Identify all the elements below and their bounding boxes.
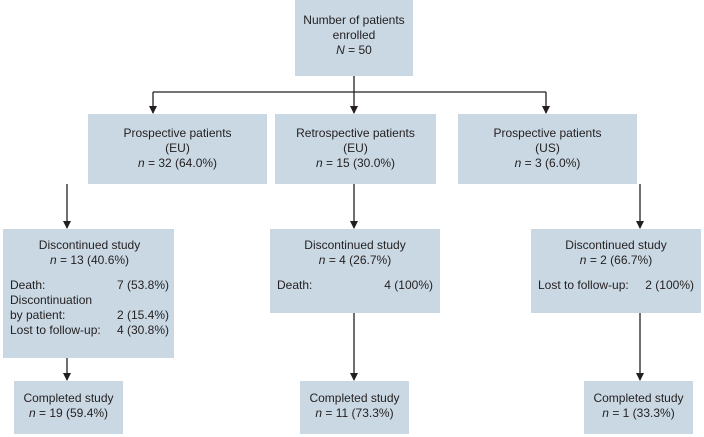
completed-title: Completed study bbox=[23, 391, 114, 405]
cohort-title: Prospective patients bbox=[493, 126, 602, 140]
count-text: = 50 bbox=[344, 43, 372, 57]
completed-count: n = 11 (73.3%) bbox=[300, 406, 409, 421]
cohort-box-retrospective-eu: Retrospective patients (EU) n = 15 (30.0… bbox=[275, 114, 436, 184]
discontinued-title: Discontinued study bbox=[304, 238, 406, 252]
enrolled-box: Number of patients enrolled N = 50 bbox=[295, 0, 413, 76]
reason-row: Death: 4 (100%) bbox=[277, 278, 433, 293]
discontinued-reasons: Death: 4 (100%) bbox=[277, 278, 433, 293]
count-text: n bbox=[315, 406, 323, 420]
reason-row: by patient: 2 (15.4%) bbox=[10, 308, 169, 323]
discontinued-box-2: Discontinued study n = 4 (26.7%) Death: 4… bbox=[270, 229, 440, 313]
reason-text: Death: bbox=[10, 278, 46, 292]
count-text: N bbox=[336, 43, 345, 57]
reason-text: 7 (53.8%) bbox=[116, 278, 169, 292]
discontinued-box-3: Discontinued study n = 2 (66.7%) Lost to… bbox=[531, 229, 701, 313]
completed-box-3: Completed study n = 1 (33.3%) bbox=[584, 381, 693, 434]
count-text: = 13 (40.6%) bbox=[56, 253, 130, 267]
completed-count: n = 1 (33.3%) bbox=[584, 406, 693, 421]
count-text: = 4 (26.7%) bbox=[325, 253, 392, 267]
cohort-count: n = 32 (64.0%) bbox=[88, 156, 267, 171]
count-text: n bbox=[579, 253, 587, 267]
reason-row: Lost to follow-up: 2 (100%) bbox=[538, 278, 694, 293]
discontinued-count: n = 13 (40.6%) bbox=[10, 253, 169, 268]
reason-row: Discontinuation bbox=[10, 293, 169, 308]
reason-text: Discontinuation bbox=[10, 293, 93, 307]
reason-text: by patient: bbox=[10, 308, 66, 322]
discontinued-box-1: Discontinued study n = 13 (40.6%) Death:… bbox=[3, 229, 174, 358]
completed-title: Completed study bbox=[593, 391, 684, 405]
count-text: n bbox=[49, 253, 57, 267]
reason-text: 4 (100%) bbox=[384, 278, 433, 292]
count-text: = 2 (66.7%) bbox=[586, 253, 653, 267]
count-text: = 32 (64.0%) bbox=[144, 156, 218, 170]
discontinued-title: Discontinued study bbox=[565, 238, 667, 252]
cohort-count: n = 15 (30.0%) bbox=[275, 156, 436, 171]
completed-count: n = 19 (59.4%) bbox=[14, 406, 123, 421]
discontinued-count: n = 4 (26.7%) bbox=[277, 253, 433, 268]
count-text: n bbox=[318, 253, 326, 267]
discontinued-reasons: Death: 7 (53.8%) Discontinuation by patie… bbox=[10, 278, 169, 338]
completed-box-1: Completed study n = 19 (59.4%) bbox=[14, 381, 123, 434]
count-text: n bbox=[137, 156, 145, 170]
reason-row: Lost to follow-up: 4 (30.8%) bbox=[10, 323, 169, 338]
count-text: n bbox=[315, 156, 323, 170]
count-text: = 3 (6.0%) bbox=[521, 156, 581, 170]
reason-text: Lost to follow-up: bbox=[10, 323, 101, 337]
reason-text: 2 (15.4%) bbox=[116, 308, 169, 322]
count-text: = 15 (30.0%) bbox=[322, 156, 396, 170]
reason-text: Lost to follow-up: bbox=[538, 278, 629, 292]
reason-row: Death: 7 (53.8%) bbox=[10, 278, 169, 293]
enrolled-line1: Number of patients bbox=[303, 13, 405, 27]
discontinued-reasons: Lost to follow-up: 2 (100%) bbox=[538, 278, 694, 293]
cohort-box-prospective-eu: Prospective patients (EU) n = 32 (64.0%) bbox=[88, 114, 267, 184]
enrolled-line2: enrolled bbox=[332, 28, 376, 42]
completed-box-2: Completed study n = 11 (73.3%) bbox=[300, 381, 409, 434]
count-text: = 11 (73.3%) bbox=[322, 406, 394, 420]
cohort-box-prospective-us: Prospective patients (US) n = 3 (6.0%) bbox=[458, 114, 637, 184]
reason-text: Death: bbox=[277, 278, 313, 292]
count-text: = 1 (33.3%) bbox=[608, 406, 675, 420]
cohort-title: Retrospective patients bbox=[296, 126, 415, 140]
reason-text: 4 (30.8%) bbox=[116, 323, 169, 337]
cohort-region: (US) bbox=[535, 141, 560, 155]
cohort-region: (EU) bbox=[165, 141, 190, 155]
reason-text: 2 (100%) bbox=[645, 278, 694, 292]
count-text: n bbox=[28, 406, 36, 420]
cohort-title: Prospective patients bbox=[123, 126, 232, 140]
completed-title: Completed study bbox=[309, 391, 400, 405]
cohort-region: (EU) bbox=[343, 141, 368, 155]
discontinued-count: n = 2 (66.7%) bbox=[538, 253, 694, 268]
cohort-count: n = 3 (6.0%) bbox=[458, 156, 637, 171]
count-text: = 19 (59.4%) bbox=[35, 406, 109, 420]
discontinued-title: Discontinued study bbox=[38, 238, 141, 252]
enrolled-count: N = 50 bbox=[295, 43, 413, 58]
count-text: n bbox=[602, 406, 609, 420]
count-text: n bbox=[514, 156, 522, 170]
